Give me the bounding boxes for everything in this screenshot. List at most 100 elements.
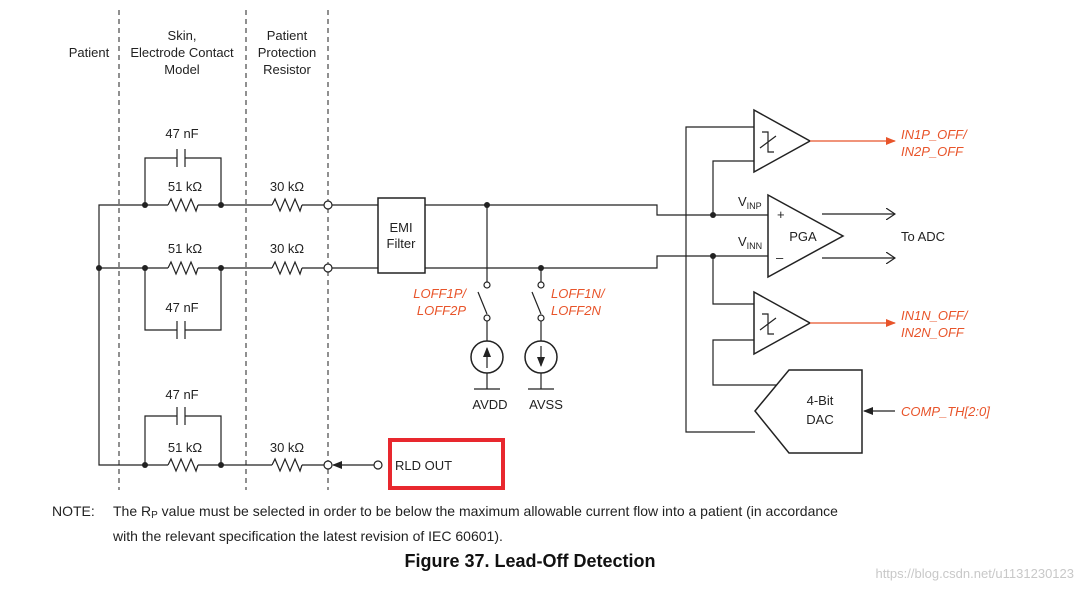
- resistor-skin-middle: [167, 260, 199, 276]
- terminal-middle: [323, 263, 333, 273]
- in1n-off-label-line2: IN2N_OFF: [901, 325, 965, 340]
- res-prot-top-label: 30 kΩ: [270, 179, 305, 194]
- tspan: INP: [747, 201, 762, 211]
- cap-mid-right-wire: [185, 268, 222, 331]
- loff-n-source: AVSS LOFF1N/ LOFF2N: [524, 268, 606, 412]
- dac-label-line2: DAC: [806, 412, 833, 427]
- circle: [483, 281, 491, 289]
- in1p-off-label-line1: IN1P_OFF/: [901, 127, 968, 142]
- tspan: INN: [747, 241, 763, 251]
- pga: PGA + – VINP VINN To ADC: [738, 193, 945, 279]
- cap-top-label: 47 nF: [165, 126, 198, 141]
- circle: [142, 202, 148, 208]
- cap-top-left-wire: [144, 157, 177, 205]
- cap-bot-right-wire: [185, 415, 222, 465]
- rld-out-terminal: [373, 460, 383, 470]
- comparator-n-triangle: [753, 290, 812, 356]
- loff-p-switch: [477, 291, 488, 315]
- patient-bus-wire: [98, 204, 145, 466]
- loff1n-label-line2: LOFF2N: [551, 303, 601, 318]
- emi-filter-box: [377, 197, 426, 274]
- cap-bot-left-wire: [144, 415, 177, 465]
- emi-filter-label-line1: EMI: [389, 220, 412, 235]
- header-protection-line3: Resistor: [263, 62, 311, 77]
- circle: [537, 281, 545, 289]
- circle: [483, 314, 491, 322]
- comparator-n: IN1N_OFF/ IN2N_OFF: [712, 256, 969, 386]
- circle: [537, 314, 545, 322]
- avdd-label: AVDD: [472, 397, 507, 412]
- res-skin-mid-label: 51 kΩ: [168, 241, 203, 256]
- cap-bot-label: 47 nF: [165, 387, 198, 402]
- terminal-bottom: [323, 460, 333, 470]
- emi-filter: EMI Filter: [377, 197, 426, 274]
- pga-plus: +: [777, 207, 785, 222]
- comparator-p-input: [712, 160, 754, 215]
- hysteresis-n-icon: [759, 313, 777, 335]
- column-headers: Patient Skin, Electrode Contact Model Pa…: [69, 28, 317, 77]
- hysteresis-p-icon: [759, 131, 777, 153]
- header-protection-line2: Protection: [258, 45, 317, 60]
- resistor-skin-top: [167, 197, 199, 213]
- comparator-n-threshold: [712, 339, 785, 386]
- dac-label-line1: 4-Bit: [807, 393, 834, 408]
- cap-top-right-wire: [185, 157, 222, 205]
- cap-mid-left-wire: [144, 268, 177, 331]
- signal-lines: [425, 202, 768, 271]
- electrode-middle: 51 kΩ 47 nF 30 kΩ: [142, 241, 378, 339]
- resistor-protection-bottom: [271, 457, 303, 473]
- pga-triangle: [767, 193, 845, 279]
- circle: [142, 462, 148, 468]
- patient-bus: [96, 204, 145, 466]
- comparator-p-triangle: [753, 108, 812, 174]
- res-skin-bot-label: 51 kΩ: [168, 440, 203, 455]
- res-prot-bot-label: 30 kΩ: [270, 440, 305, 455]
- rld-out-label: RLD OUT: [395, 458, 452, 473]
- electrode-bottom: 47 nF 51 kΩ 30 kΩ RLD OUT: [142, 387, 505, 490]
- inp-line: [425, 204, 768, 216]
- in1n-off-label-line1: IN1N_OFF/: [901, 308, 969, 323]
- header-patient: Patient: [69, 45, 110, 60]
- figure-caption: Figure 37. Lead-Off Detection: [404, 551, 656, 571]
- vinn-label: VINN: [738, 234, 762, 251]
- inn-line: [425, 255, 768, 269]
- watermark: https://blog.csdn.net/u1131230123: [875, 566, 1074, 581]
- loff-n-switch: [531, 291, 542, 315]
- dac-threshold-feedback: [685, 126, 755, 433]
- patient-junction: [96, 265, 102, 271]
- dac-block: [754, 369, 863, 454]
- tspan: V: [738, 194, 747, 209]
- rld-out-highlight-box: [388, 438, 505, 490]
- tspan: V: [738, 234, 747, 249]
- note-label: NOTE:: [52, 503, 95, 519]
- res-prot-mid-label: 30 kΩ: [270, 241, 305, 256]
- in1p-off-label-line2: IN2P_OFF: [901, 144, 964, 159]
- vinp-label: VINP: [738, 194, 762, 211]
- emi-filter-label-line2: Filter: [387, 236, 417, 251]
- span: value must be selected in order to be be…: [157, 503, 838, 519]
- span: with the relevant specification the late…: [113, 528, 503, 544]
- pga-minus: –: [776, 250, 784, 265]
- note-body: The RP value must be selected in order t…: [113, 501, 993, 546]
- header-skin-line1: Skin,: [168, 28, 197, 43]
- pga-label: PGA: [789, 229, 817, 244]
- resistor-skin-bottom: [167, 457, 199, 473]
- electrode-top: 47 nF 51 kΩ 30 kΩ: [142, 126, 378, 213]
- resistor-protection-top: [271, 197, 303, 213]
- cap-mid-label: 47 nF: [165, 300, 198, 315]
- resistor-protection-middle: [271, 260, 303, 276]
- comp-th-label: COMP_TH[2:0]: [901, 404, 990, 419]
- section-dividers: [118, 10, 329, 490]
- loff1p-label-line2: LOFF2P: [417, 303, 466, 318]
- header-protection-line1: Patient: [267, 28, 308, 43]
- header-skin-line3: Model: [164, 62, 200, 77]
- lead-off-diagram: Patient Skin, Electrode Contact Model Pa…: [69, 10, 990, 490]
- dac: 4-Bit DAC COMP_TH[2:0]: [685, 126, 990, 454]
- res-skin-top-label: 51 kΩ: [168, 179, 203, 194]
- comparator-p: IN1P_OFF/ IN2P_OFF: [712, 108, 968, 215]
- rp-subscript: P: [151, 510, 158, 521]
- span: The R: [113, 503, 152, 519]
- to-adc-label: To ADC: [901, 229, 945, 244]
- loff-p-source: AVDD LOFF1P/ LOFF2P: [413, 205, 508, 412]
- header-skin-line2: Electrode Contact: [130, 45, 234, 60]
